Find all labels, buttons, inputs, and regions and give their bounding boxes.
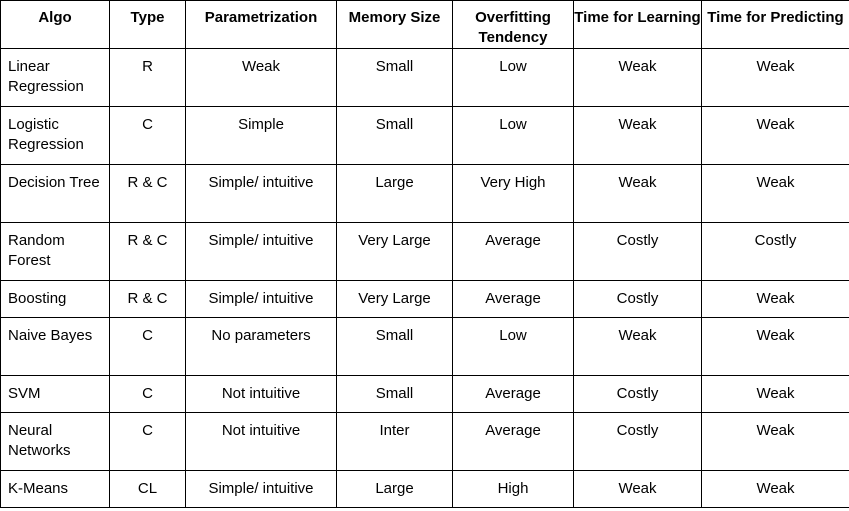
cell-overfitting: Very High bbox=[452, 164, 574, 223]
header-overfitting-tendency: Overfitting Tendency bbox=[452, 0, 574, 49]
cell-time-learning: Weak bbox=[573, 470, 702, 508]
header-time-for-learning: Time for Learning bbox=[573, 0, 702, 49]
cell-time-predicting: Weak bbox=[701, 48, 849, 107]
cell-overfitting: Average bbox=[452, 412, 574, 471]
cell-time-predicting: Weak bbox=[701, 280, 849, 318]
cell-algo: Boosting bbox=[0, 280, 110, 318]
cell-memory-size: Large bbox=[336, 470, 453, 508]
cell-memory-size: Very Large bbox=[336, 280, 453, 318]
cell-time-learning: Costly bbox=[573, 222, 702, 281]
header-parametrization: Parametrization bbox=[185, 0, 337, 49]
cell-overfitting: Low bbox=[452, 106, 574, 165]
cell-type: C bbox=[109, 375, 186, 413]
cell-time-predicting: Weak bbox=[701, 317, 849, 376]
cell-memory-size: Large bbox=[336, 164, 453, 223]
cell-algo: Neural Networks bbox=[0, 412, 110, 471]
cell-overfitting: High bbox=[452, 470, 574, 508]
cell-overfitting: Low bbox=[452, 48, 574, 107]
table-row: Linear Regression R Weak Small Low Weak … bbox=[0, 48, 849, 107]
cell-time-predicting: Weak bbox=[701, 106, 849, 165]
cell-time-learning: Weak bbox=[573, 164, 702, 223]
cell-time-predicting: Weak bbox=[701, 164, 849, 223]
cell-algo: Random Forest bbox=[0, 222, 110, 281]
cell-algo: Naive Bayes bbox=[0, 317, 110, 376]
cell-time-predicting: Weak bbox=[701, 375, 849, 413]
cell-parametrization: Simple/ intuitive bbox=[185, 280, 337, 318]
cell-parametrization: Simple/ intuitive bbox=[185, 164, 337, 223]
cell-parametrization: Simple/ intuitive bbox=[185, 470, 337, 508]
cell-type: R & C bbox=[109, 280, 186, 318]
cell-memory-size: Inter bbox=[336, 412, 453, 471]
cell-time-predicting: Weak bbox=[701, 470, 849, 508]
cell-algo: Logistic Regression bbox=[0, 106, 110, 165]
table-row: Naive Bayes C No parameters Small Low We… bbox=[0, 317, 849, 376]
cell-memory-size: Small bbox=[336, 48, 453, 107]
cell-type: C bbox=[109, 317, 186, 376]
table-row: Decision Tree R & C Simple/ intuitive La… bbox=[0, 164, 849, 223]
header-memory-size: Memory Size bbox=[336, 0, 453, 49]
cell-memory-size: Small bbox=[336, 317, 453, 376]
cell-memory-size: Very Large bbox=[336, 222, 453, 281]
cell-overfitting: Average bbox=[452, 222, 574, 281]
cell-time-learning: Costly bbox=[573, 412, 702, 471]
cell-algo: K-Means bbox=[0, 470, 110, 508]
cell-type: CL bbox=[109, 470, 186, 508]
cell-time-predicting: Weak bbox=[701, 412, 849, 471]
cell-type: R & C bbox=[109, 222, 186, 281]
cell-time-learning: Costly bbox=[573, 280, 702, 318]
table-row: SVM C Not intuitive Small Average Costly… bbox=[0, 375, 849, 413]
cell-type: C bbox=[109, 412, 186, 471]
cell-parametrization: Not intuitive bbox=[185, 375, 337, 413]
cell-parametrization: No parameters bbox=[185, 317, 337, 376]
header-type: Type bbox=[109, 0, 186, 49]
cell-memory-size: Small bbox=[336, 375, 453, 413]
table-row: Random Forest R & C Simple/ intuitive Ve… bbox=[0, 222, 849, 281]
cell-time-predicting: Costly bbox=[701, 222, 849, 281]
cell-memory-size: Small bbox=[336, 106, 453, 165]
cell-time-learning: Costly bbox=[573, 375, 702, 413]
table-row: K-Means CL Simple/ intuitive Large High … bbox=[0, 470, 849, 508]
cell-algo: SVM bbox=[0, 375, 110, 413]
cell-overfitting: Low bbox=[452, 317, 574, 376]
cell-overfitting: Average bbox=[452, 280, 574, 318]
table-row: Boosting R & C Simple/ intuitive Very La… bbox=[0, 280, 849, 318]
cell-type: R & C bbox=[109, 164, 186, 223]
header-algo: Algo bbox=[0, 0, 110, 49]
cell-algo: Linear Regression bbox=[0, 48, 110, 107]
table-row: Neural Networks C Not intuitive Inter Av… bbox=[0, 412, 849, 471]
cell-algo: Decision Tree bbox=[0, 164, 110, 223]
table-row: Logistic Regression C Simple Small Low W… bbox=[0, 106, 849, 165]
cell-parametrization: Weak bbox=[185, 48, 337, 107]
cell-overfitting: Average bbox=[452, 375, 574, 413]
cell-time-learning: Weak bbox=[573, 48, 702, 107]
cell-type: C bbox=[109, 106, 186, 165]
header-time-for-predicting: Time for Predicting bbox=[701, 0, 849, 49]
cell-parametrization: Not intuitive bbox=[185, 412, 337, 471]
cell-time-learning: Weak bbox=[573, 106, 702, 165]
cell-type: R bbox=[109, 48, 186, 107]
cell-parametrization: Simple/ intuitive bbox=[185, 222, 337, 281]
cell-time-learning: Weak bbox=[573, 317, 702, 376]
cell-parametrization: Simple bbox=[185, 106, 337, 165]
header-row: Algo Type Parametrization Memory Size Ov… bbox=[0, 0, 849, 49]
